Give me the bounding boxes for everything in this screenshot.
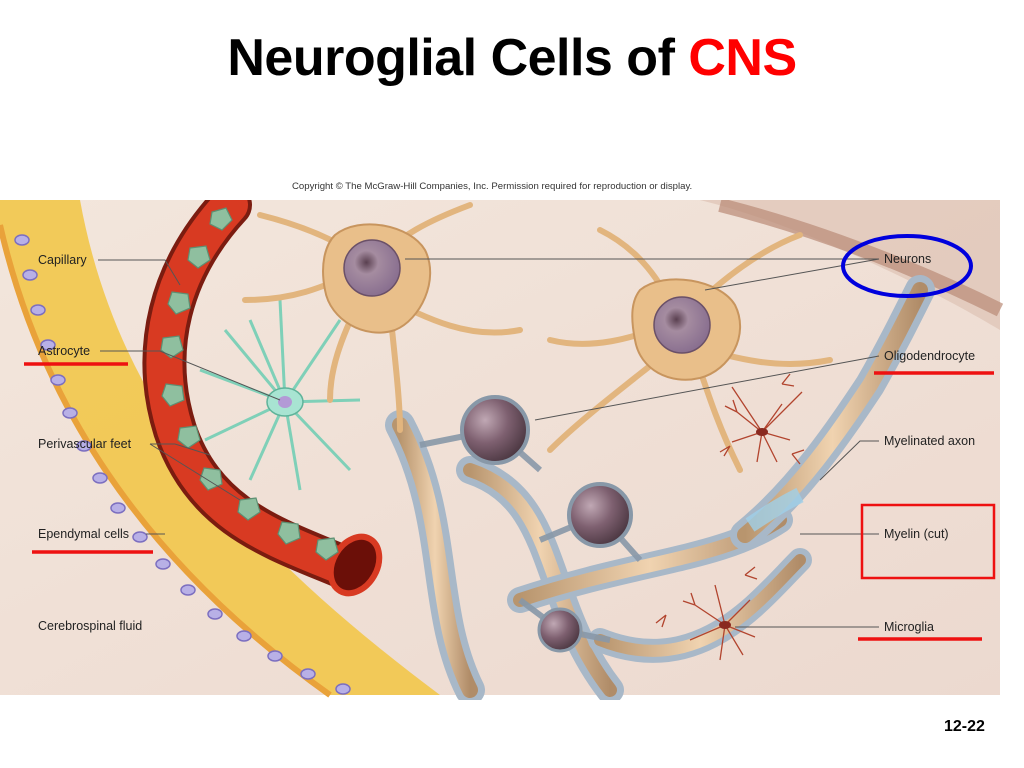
- microglia-nucleus-lower: [719, 621, 731, 629]
- ependymal-cells: [14, 234, 351, 695]
- highlight-circle: [841, 234, 973, 298]
- title-main: Neuroglial Cells of: [227, 29, 689, 87]
- label-ependymal-cells: Ependymal cells: [38, 527, 130, 541]
- slide-number: 12-22: [944, 718, 985, 735]
- ependymal-layer: [0, 200, 440, 695]
- label-neurons: Neurons: [884, 252, 932, 266]
- neuron-right: [547, 227, 833, 473]
- highlight-box: [860, 503, 996, 580]
- label-microglia: Microglia: [884, 620, 935, 634]
- microglia-nucleus-upper: [756, 428, 768, 436]
- copyright-notice: Copyright © The McGraw-Hill Companies, I…: [292, 181, 693, 192]
- label-perivascular-feet: Perivascular feet: [38, 437, 132, 451]
- label-cerebrospinal-fluid: Cerebrospinal fluid: [38, 619, 143, 633]
- label-oligodendrocyte: Oligodendrocyte: [884, 349, 976, 363]
- perivascular-feet: [160, 207, 339, 561]
- neuron-left: [242, 202, 523, 433]
- neuroglia-illustration: [0, 200, 1004, 700]
- title-accent: CNS: [688, 29, 797, 87]
- underline-marks: [24, 362, 994, 641]
- myelin-cut-segment: [745, 487, 804, 532]
- oligodendrocytes: [419, 395, 643, 653]
- label-astrocyte: Astrocyte: [38, 344, 91, 358]
- label-capillary: Capillary: [38, 253, 87, 267]
- microglia: [655, 373, 805, 661]
- leader-lines: [98, 258, 880, 628]
- label-myelinated-axon: Myelinated axon: [884, 434, 976, 448]
- label-myelin-cut: Myelin (cut): [884, 527, 949, 541]
- slide-title: Neuroglial Cells of CNS: [0, 28, 1024, 88]
